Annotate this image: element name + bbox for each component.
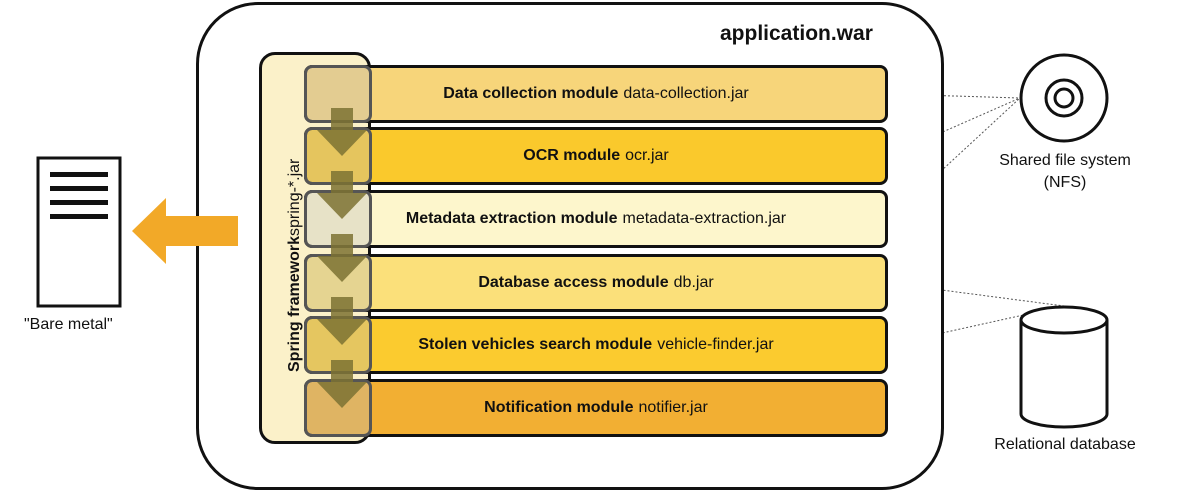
module-database-access: Database access module db.jar [304,254,888,312]
module-vehicle-search: Stolen vehicles search module vehicle-fi… [304,316,888,374]
database-icon [1019,305,1109,429]
server-icon [36,156,122,308]
application-title: application.war [720,22,873,45]
module-name: Stolen vehicles search module [418,336,653,353]
left-arrow-icon [132,198,238,264]
module-ocr: OCR module ocr.jar [304,127,888,185]
nfs-label: Shared file system (NFS) [990,150,1140,194]
module-jar: ocr.jar [625,147,669,164]
nfs-label-line2: (NFS) [1043,174,1087,191]
module-name: Database access module [478,274,669,291]
module-metadata-extraction: Metadata extraction module metadata-extr… [304,190,888,248]
down-arrow-icon [317,360,367,408]
disc-icon [1019,53,1109,143]
down-arrow-icon [317,234,367,282]
module-jar: data-collection.jar [623,85,749,102]
down-arrow-icon [317,171,367,219]
module-notification: Notification module notifier.jar [304,379,888,437]
nfs-label-line1: Shared file system [999,152,1131,169]
module-data-collection: Data collection module data-collection.j… [304,65,888,123]
module-jar: metadata-extraction.jar [622,210,787,227]
module-name: Metadata extraction module [405,210,618,227]
module-left-tab [304,379,372,437]
down-arrow-icon [317,297,367,345]
database-label: Relational database [994,436,1136,453]
spring-label-bold: Spring framework [286,235,303,372]
down-arrow-icon [317,108,367,156]
module-name: Data collection module [443,85,619,102]
bare-metal-label: "Bare metal" [24,316,113,333]
module-name: OCR module [523,147,621,164]
module-name: Notification module [484,399,634,416]
spring-label-jar: spring-*.jar [286,158,303,236]
module-jar: vehicle-finder.jar [657,336,774,353]
module-jar: notifier.jar [638,399,708,416]
module-jar: db.jar [673,274,714,291]
spring-framework-label: Spring frameworkspring-*.jar [286,159,304,372]
